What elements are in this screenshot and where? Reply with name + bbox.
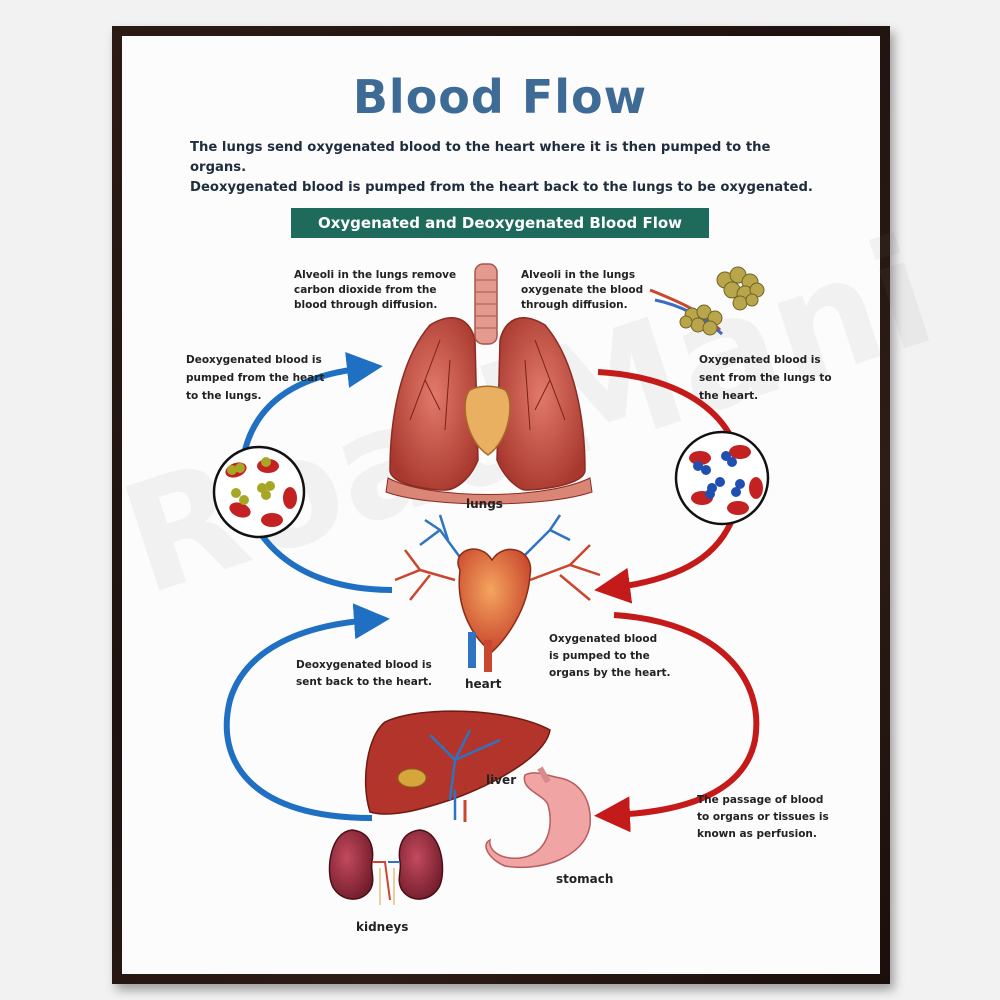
intro-line-1: The lungs send oxygenated blood to the h… xyxy=(190,140,771,175)
note-line: organs by the heart. xyxy=(549,667,671,679)
note-deoxy-to-lungs: Deoxygenated blood is pumped from the he… xyxy=(186,351,324,405)
note-line: to organs or tissues is xyxy=(697,811,829,823)
stomach-illustration xyxy=(485,766,591,869)
note-line: oxygenate the blood xyxy=(521,284,644,296)
intro-line-2: Deoxygenated blood is pumped from the he… xyxy=(190,180,813,195)
section-banner: Oxygenated and Deoxygenated Blood Flow xyxy=(291,208,709,238)
note-line: Oxygenated blood xyxy=(549,633,658,645)
arrow-heart-to-organs xyxy=(594,612,760,833)
poster-title: Blood Flow xyxy=(352,70,648,124)
liver-illustration xyxy=(364,710,551,822)
note-line: Deoxygenated blood is xyxy=(186,354,322,366)
note-line: known as perfusion. xyxy=(697,828,817,840)
note-perfusion: The passage of blood to organs or tissue… xyxy=(697,792,829,843)
note-line: sent back to the heart. xyxy=(296,676,433,688)
kidneys-illustration xyxy=(328,829,444,905)
intro-text: The lungs send oxygenated blood to the h… xyxy=(190,138,830,198)
oxygenated-blood-cells-icon xyxy=(674,430,770,526)
note-line: to the lungs. xyxy=(186,390,262,402)
note-oxy-to-heart: Oxygenated blood is sent from the lungs … xyxy=(699,351,832,405)
note-alveoli-remove: Alveoli in the lungs remove carbon dioxi… xyxy=(294,268,456,313)
note-line: The passage of blood xyxy=(697,794,824,806)
note-alveoli-oxygenate: Alveoli in the lungs oxygenate the blood… xyxy=(521,268,643,313)
label-liver: liver xyxy=(486,773,517,787)
deoxygenated-blood-cells-icon xyxy=(212,445,306,539)
note-line: Alveoli in the lungs remove xyxy=(294,269,457,281)
label-lungs: lungs xyxy=(466,497,503,511)
note-line: Oxygenated blood is xyxy=(699,354,821,366)
note-line: Deoxygenated blood is xyxy=(296,659,432,671)
note-line: blood through diffusion. xyxy=(294,299,438,311)
note-line: Alveoli in the lungs xyxy=(521,269,636,281)
note-line: the heart. xyxy=(699,390,759,402)
label-heart: heart xyxy=(465,677,502,691)
heart-illustration xyxy=(394,514,601,672)
label-kidneys: kidneys xyxy=(356,920,409,934)
note-oxy-to-organs: Oxygenated blood is pumped to the organs… xyxy=(549,631,671,682)
lungs-illustration xyxy=(385,263,593,505)
note-line: through diffusion. xyxy=(521,299,628,311)
label-stomach: stomach xyxy=(556,872,614,886)
note-line: is pumped to the xyxy=(549,650,650,662)
note-line: sent from the lungs to xyxy=(699,372,832,384)
arrow-organs-to-heart xyxy=(223,603,390,821)
note-line: carbon dioxide from the xyxy=(294,284,437,296)
alveoli-icon xyxy=(649,266,765,336)
note-deoxy-back: Deoxygenated blood is sent back to the h… xyxy=(296,657,432,691)
note-line: pumped from the heart xyxy=(186,372,325,384)
